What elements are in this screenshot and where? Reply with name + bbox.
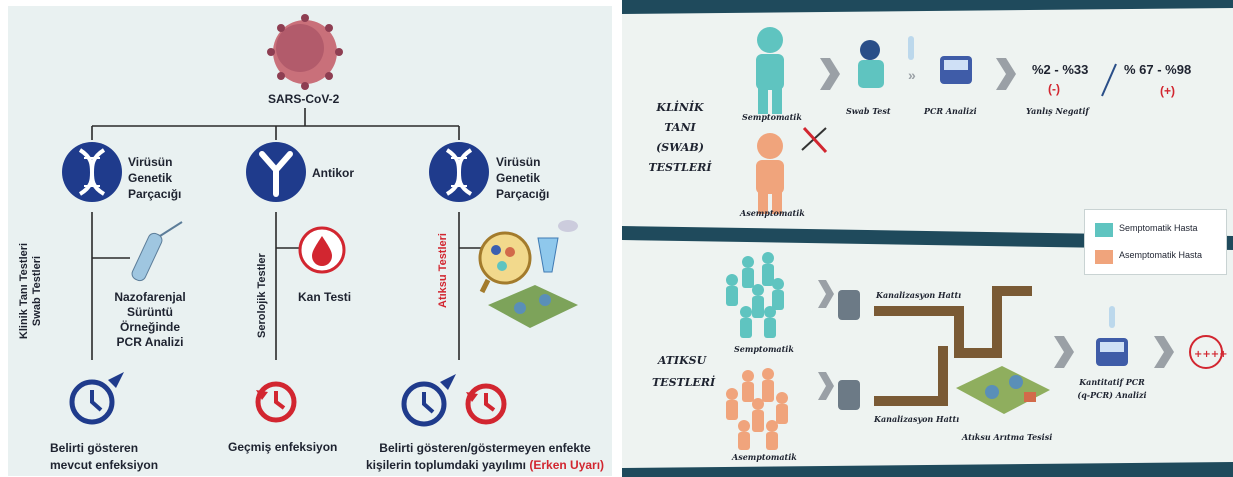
vertical-line: Klinik Tanı Testleri (18, 242, 30, 340)
branch-title: Virüsün Genetik Parçacığı (496, 154, 549, 202)
section-title-line: KLİNİK TANI (656, 101, 704, 134)
antibody-icon (246, 142, 306, 202)
vertical-label: Serolojik Testler (256, 253, 268, 338)
test-line: Örneğinde (119, 320, 180, 334)
early-warning-label: (Erken Uyarı) (529, 458, 605, 472)
title-line: Genetik (128, 171, 173, 185)
result-line: Belirti gösteren (50, 441, 139, 455)
legend-label: Semptomatik Hasta (1119, 223, 1198, 233)
test-label: Kan Testi (298, 290, 352, 304)
clock-icon (401, 374, 456, 427)
branch-title: Antikor (312, 166, 354, 180)
clock-icon (69, 372, 124, 425)
test-line: Nazofarenjal (114, 290, 186, 304)
branch-title: Virüsün Genetik Parçacığı (128, 154, 181, 202)
label-qpcr: Kantitatif PCR (q-PCR) Analizi (1072, 376, 1152, 402)
result-line: kişilerin toplumdaki yayılımı (Erken Uya… (360, 457, 610, 474)
section-title-line: TESTLERİ (648, 161, 712, 174)
symptomatic-person-icon (756, 27, 784, 114)
legend: Semptomatik Hasta Asemptomatik Hasta (1084, 209, 1227, 275)
vertical-label: Klinik Tanı Testleri Swab Testleri (18, 236, 44, 346)
title-line: Parçacığı (496, 187, 550, 201)
bottom-band (622, 462, 1233, 477)
label-sewer: Kanalizasyon Hattı (876, 290, 962, 300)
title-line: Virüsün (128, 155, 173, 169)
vertical-label: Atıksu Testleri (437, 233, 449, 308)
label-symptomatic: Semptomatik (742, 112, 802, 122)
wastewater-icon (478, 220, 578, 328)
swab-tube-icon (131, 221, 183, 282)
result-text: Belirti gösteren mevcut enfeksiyon (50, 440, 158, 474)
svg-text:++++: ++++ (1194, 349, 1228, 360)
result-main: kişilerin toplumdaki yayılımı (365, 458, 526, 472)
sewer-pipe (874, 286, 1032, 406)
result-line: mevcut enfeksiyon (50, 458, 159, 472)
chevron-icon (818, 280, 1174, 400)
left-tree-svg (62, 14, 578, 427)
section-title: ATIKSU TESTLERİ (652, 350, 716, 394)
qpcr-machine-icon (1096, 306, 1128, 366)
negative-sign: (-) (1048, 82, 1060, 96)
history-icon (465, 383, 507, 425)
history-icon (255, 381, 297, 423)
label-treatment-plant: Atıksu Arıtma Tesisi (962, 432, 1053, 442)
dna-icon (429, 142, 489, 202)
asymptomatic-person-icon (756, 133, 784, 214)
toilet-icon (838, 290, 860, 410)
label-sewer: Kanalizasyon Hattı (874, 414, 960, 424)
qpcr-line: (q-PCR) Analizi (1077, 390, 1147, 400)
test-line: Sürüntü (127, 305, 173, 319)
label-symptomatic: Semptomatik (734, 344, 794, 354)
label-swab: Swab Test (846, 106, 891, 116)
top-band (622, 0, 1233, 14)
virus-label: SARS-CoV-2 (268, 92, 340, 106)
symptomatic-crowd-icon (726, 252, 784, 338)
positive-sign: (+) (1160, 84, 1175, 98)
section-title-line: ATIKSU (657, 354, 707, 367)
dna-icon (62, 142, 122, 202)
positive-result-icon: ++++ (1189, 335, 1228, 369)
legend-label: Asemptomatik Hasta (1119, 250, 1203, 260)
treatment-plant-icon (956, 366, 1050, 414)
result-text: Belirti gösteren/göstermeyen enfekte kiş… (360, 440, 610, 474)
title-line: Parçacığı (128, 187, 182, 201)
qpcr-line: Kantitatif PCR (1079, 377, 1145, 387)
virus-icon (267, 14, 343, 90)
divider-slash (1101, 63, 1117, 97)
false-negative-range: %2 - %33 (1032, 62, 1089, 77)
true-positive-range: % 67 - %98 (1124, 62, 1192, 77)
blocked-arrow-icon (801, 126, 828, 154)
test-line: PCR Analizi (116, 335, 184, 349)
middle-band (622, 226, 1233, 250)
test-label: Nazofarenjal Sürüntü Örneğinde PCR Anali… (100, 290, 200, 350)
right-diagram-svg: » (622, 0, 1233, 477)
result-line: Belirti gösteren/göstermeyen enfekte (379, 441, 591, 455)
vertical-line: Swab Testleri (31, 255, 43, 327)
chevron-icon (820, 58, 1016, 90)
legend-swatch-asymptomatic (1095, 250, 1113, 264)
title-line: Genetik (496, 171, 541, 185)
asymptomatic-crowd-icon (726, 368, 788, 450)
label-asymptomatic: Asemptomatik (732, 452, 797, 462)
label-false-negative: Yanlış Negatif (1026, 106, 1089, 116)
label-pcr: PCR Analizi (924, 106, 977, 116)
section-title-line: (SWAB) (656, 141, 704, 154)
legend-swatch-symptomatic (1095, 223, 1113, 237)
title-line: Virüsün (496, 155, 541, 169)
pcr-machine-icon (940, 56, 972, 84)
section-title-line: TESTLERİ (652, 376, 716, 389)
blood-drop-icon (298, 226, 346, 274)
result-text: Geçmiş enfeksiyon (228, 440, 338, 454)
label-asymptomatic: Asemptomatik (740, 208, 805, 218)
swab-person-icon (858, 36, 914, 88)
section-title: KLİNİK TANI (SWAB) TESTLERİ (648, 98, 712, 178)
tree-lines (91, 108, 482, 360)
svg-text:»: » (908, 67, 916, 83)
